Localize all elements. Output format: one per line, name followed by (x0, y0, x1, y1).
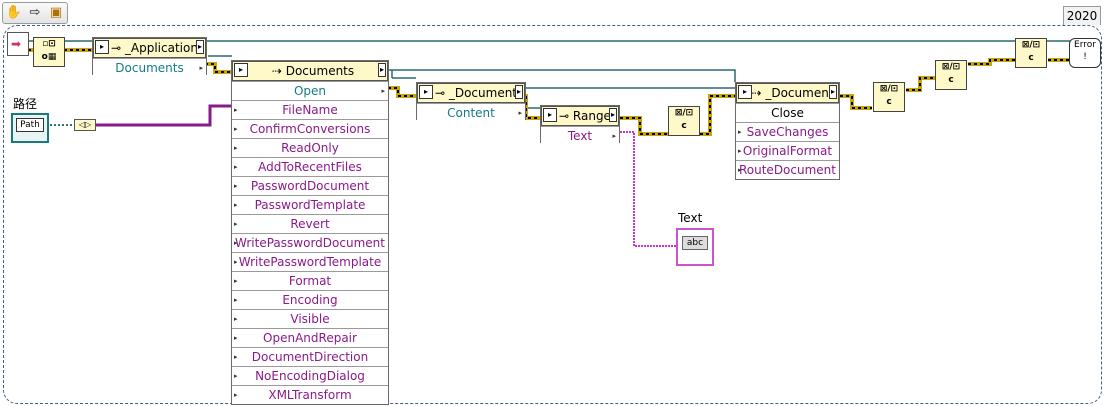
open-param-row[interactable]: ▸Format (232, 271, 388, 290)
open-param-row[interactable]: ▸PasswordDocument (232, 176, 388, 195)
property-content[interactable]: Content▸ (417, 103, 525, 122)
to-string-conversion-icon[interactable]: ◁▷ (74, 119, 96, 131)
open-param-row[interactable]: ▸ConfirmConversions (232, 119, 388, 138)
close-param-row[interactable]: ▸SaveChanges (736, 122, 839, 141)
node-header: ▸ ⇢ _Document ▸ (736, 83, 839, 103)
document-invoke-node[interactable]: ▸ ⇢ _Document ▸ Close ▸SaveChanges▸Origi… (735, 82, 840, 180)
close-param-row[interactable]: ▸OriginalFormat (736, 141, 839, 160)
application-property-node[interactable]: ▸ ⊸ _Application ▸ Documents▸ (92, 37, 207, 77)
refnum-in-icon: ▸ (234, 63, 248, 77)
node-header: ▸ ⊸ _Application ▸ (93, 38, 206, 58)
open-param-row[interactable]: ▸XMLTransform (232, 385, 388, 404)
open-param-row[interactable]: ▸PasswordTemplate (232, 195, 388, 214)
version-tab[interactable]: 2020 (1063, 6, 1101, 25)
open-param-row[interactable]: ▸Revert (232, 214, 388, 233)
close-params: ▸SaveChanges▸OriginalFormat▸RouteDocumen… (736, 122, 839, 179)
application-title: _Application (124, 41, 198, 55)
arrow-right-icon[interactable]: ⇨ (29, 5, 41, 20)
close-reference-icon[interactable]: ⊠/⊡c (935, 60, 967, 90)
hand-icon[interactable]: ✋ (5, 5, 23, 20)
open-param-row[interactable]: ▸WritePasswordDocument (232, 233, 388, 252)
close-reference-icon[interactable]: ⊠/⊡c (668, 106, 700, 136)
string-icon: abc (682, 236, 708, 250)
range-title: Range (572, 109, 611, 123)
range-property-node[interactable]: ▸ ⊸ Range ▸ Text▸ (540, 105, 620, 145)
open-param-row[interactable]: ▸ReadOnly (232, 138, 388, 157)
close-param-row[interactable]: ▸RouteDocument (736, 160, 839, 179)
highlight-execution-icon[interactable]: ▣ (49, 5, 63, 20)
refnum-in-icon: ▸ (419, 85, 433, 99)
close-reference-icon[interactable]: ⊠/⊡c (1015, 38, 1047, 68)
open-param-row[interactable]: ▸DocumentDirection (232, 347, 388, 366)
automation-open-icon[interactable]: ▫⊡o▦ (33, 37, 65, 67)
refnum-out-icon: ▸ (609, 108, 617, 122)
open-param-row[interactable]: ▸OpenAndRepair (232, 328, 388, 347)
text-indicator[interactable]: abc (676, 228, 714, 266)
refnum-out-icon: ▸ (196, 40, 204, 54)
open-param-row[interactable]: ▸FileName (232, 100, 388, 119)
diagram-frame (3, 25, 1102, 404)
method-close[interactable]: Close (736, 103, 839, 122)
simple-error-handler-icon[interactable]: Error! (1069, 38, 1101, 68)
refnum-out-icon: ▸ (829, 85, 837, 99)
entry-terminal-icon: ➡ (7, 32, 29, 56)
refnum-out-icon: ▸ (515, 85, 523, 99)
close-reference-icon[interactable]: ⊠/⊡c (873, 82, 905, 112)
open-param-row[interactable]: ▸Encoding (232, 290, 388, 309)
path-control[interactable]: Path (11, 113, 49, 143)
document-property-node[interactable]: ▸ ⊸ _Document ▸ Content▸ (416, 82, 526, 122)
refnum-in-icon: ▸ (95, 40, 109, 54)
refnum-in-icon: ▸ (543, 108, 557, 122)
path-icon: Path (16, 118, 44, 132)
toolbar: ✋ ⇨ ▣ (2, 2, 68, 24)
open-param-row[interactable]: ▸AddToRecentFiles (232, 157, 388, 176)
document-title: _Document (448, 86, 518, 100)
open-param-row[interactable]: ▸NoEncodingDialog (232, 366, 388, 385)
node-header: ▸ ⊸ _Document ▸ (417, 83, 525, 103)
refnum-in-icon: ▸ (738, 85, 752, 99)
property-text[interactable]: Text▸ (541, 126, 619, 145)
method-open[interactable]: Open▸ (232, 81, 388, 100)
documents-title: Documents (285, 64, 355, 78)
node-header: ▸ ⇢ Documents ▸ (232, 61, 388, 81)
text-indicator-label: Text (678, 211, 703, 225)
documents-invoke-node[interactable]: ▸ ⇢ Documents ▸ Open▸ ▸FileName▸ConfirmC… (231, 60, 389, 405)
refnum-out-icon: ▸ (378, 63, 386, 77)
open-param-row[interactable]: ▸WritePasswordTemplate (232, 252, 388, 271)
node-header: ▸ ⊸ Range ▸ (541, 106, 619, 126)
property-documents[interactable]: Documents▸ (93, 58, 206, 77)
document-method-title: _Document (765, 86, 834, 100)
open-param-row[interactable]: ▸Visible (232, 309, 388, 328)
path-label: 路径 (13, 97, 38, 111)
open-params: ▸FileName▸ConfirmConversions▸ReadOnly▸Ad… (232, 100, 388, 404)
